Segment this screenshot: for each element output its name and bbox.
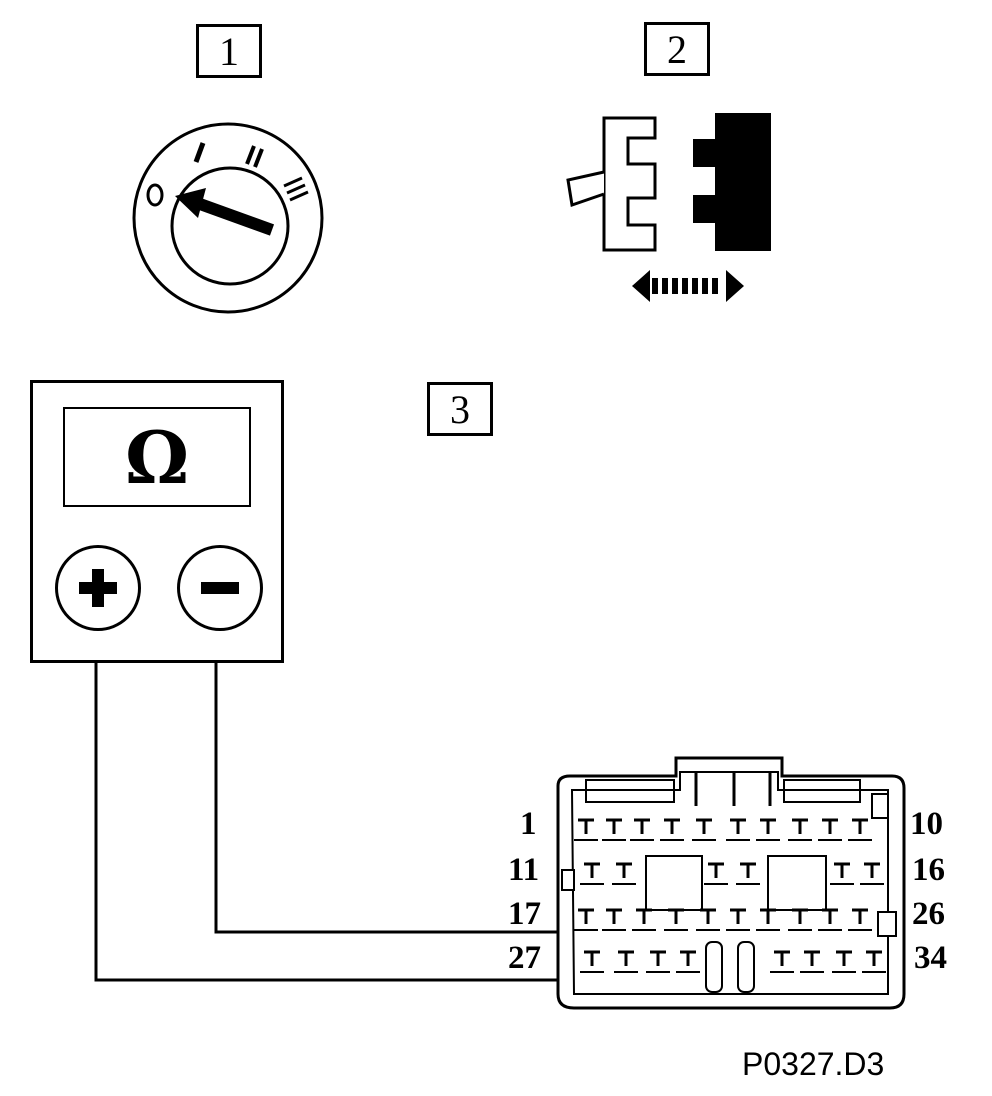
step-2-label: 2 — [644, 22, 710, 76]
pin-cavity — [756, 818, 780, 841]
pin-cavity — [788, 818, 812, 841]
negative-lead — [214, 626, 596, 934]
test-leads — [94, 626, 596, 982]
pin-cavity — [832, 950, 856, 973]
meter-display: Ω — [63, 407, 251, 507]
pin-cavity — [630, 818, 654, 841]
pin-cavity — [580, 950, 604, 973]
pin-cavity — [726, 908, 750, 931]
pin-label-16: 16 — [912, 852, 945, 888]
multimeter: Ω — [30, 380, 284, 663]
pin-cavity — [614, 950, 638, 973]
position-0-mark — [146, 183, 164, 207]
negative-terminal[interactable] — [177, 545, 263, 631]
pin-label-34: 34 — [914, 940, 947, 976]
pin-cavity — [862, 950, 886, 973]
pin-cavity — [692, 818, 716, 841]
pin-cavity — [726, 818, 750, 841]
double-arrow-icon — [632, 270, 744, 302]
position-3-mark — [283, 176, 303, 188]
pin-cavity — [646, 950, 670, 973]
ignition-switch-icon — [132, 122, 324, 314]
pin-cavity — [800, 950, 824, 973]
pin-cavity — [830, 862, 854, 885]
multi-pin-connector — [556, 756, 906, 1010]
pin-cavity — [602, 818, 626, 841]
positive-lead — [94, 626, 596, 982]
pin-cavity — [818, 818, 842, 841]
pin-cavity — [574, 908, 598, 931]
pin-cavity — [580, 862, 604, 885]
pin-label-10: 10 — [910, 806, 943, 842]
pin-label-11: 11 — [508, 852, 540, 888]
positive-terminal[interactable] — [55, 545, 141, 631]
pin-label-26: 26 — [912, 896, 945, 932]
ohm-symbol: Ω — [124, 414, 190, 500]
step-1-label: 1 — [196, 24, 262, 78]
pin-cavity — [602, 908, 626, 931]
pin-cavity — [664, 908, 688, 931]
pin-cavity — [848, 908, 872, 931]
pin-cavity — [704, 862, 728, 885]
step-3-label: 3 — [427, 382, 493, 436]
pin-cavity — [574, 818, 598, 841]
pin-cavity — [660, 818, 684, 841]
pin-cavity — [676, 950, 700, 973]
pin-cavity — [696, 908, 720, 931]
pin-label-17: 17 — [508, 896, 541, 932]
pin-cavity — [756, 908, 780, 931]
connector-disconnect-icon — [566, 113, 771, 302]
reference-code: P0327.D3 — [742, 1046, 885, 1082]
pin-cavity — [736, 862, 760, 885]
plus-icon — [79, 569, 117, 607]
pin-cavity — [860, 862, 884, 885]
pin-cavity — [632, 908, 656, 931]
pin-label-1: 1 — [520, 806, 537, 842]
pin-cavity — [848, 818, 872, 841]
pin-cavity — [818, 908, 842, 931]
position-2-mark — [245, 145, 256, 165]
pin-cavity — [770, 950, 794, 973]
pin-cavity — [612, 862, 636, 885]
minus-icon — [201, 582, 239, 594]
pin-cavity — [788, 908, 812, 931]
position-1-mark — [193, 142, 206, 163]
pin-label-27: 27 — [508, 940, 541, 976]
